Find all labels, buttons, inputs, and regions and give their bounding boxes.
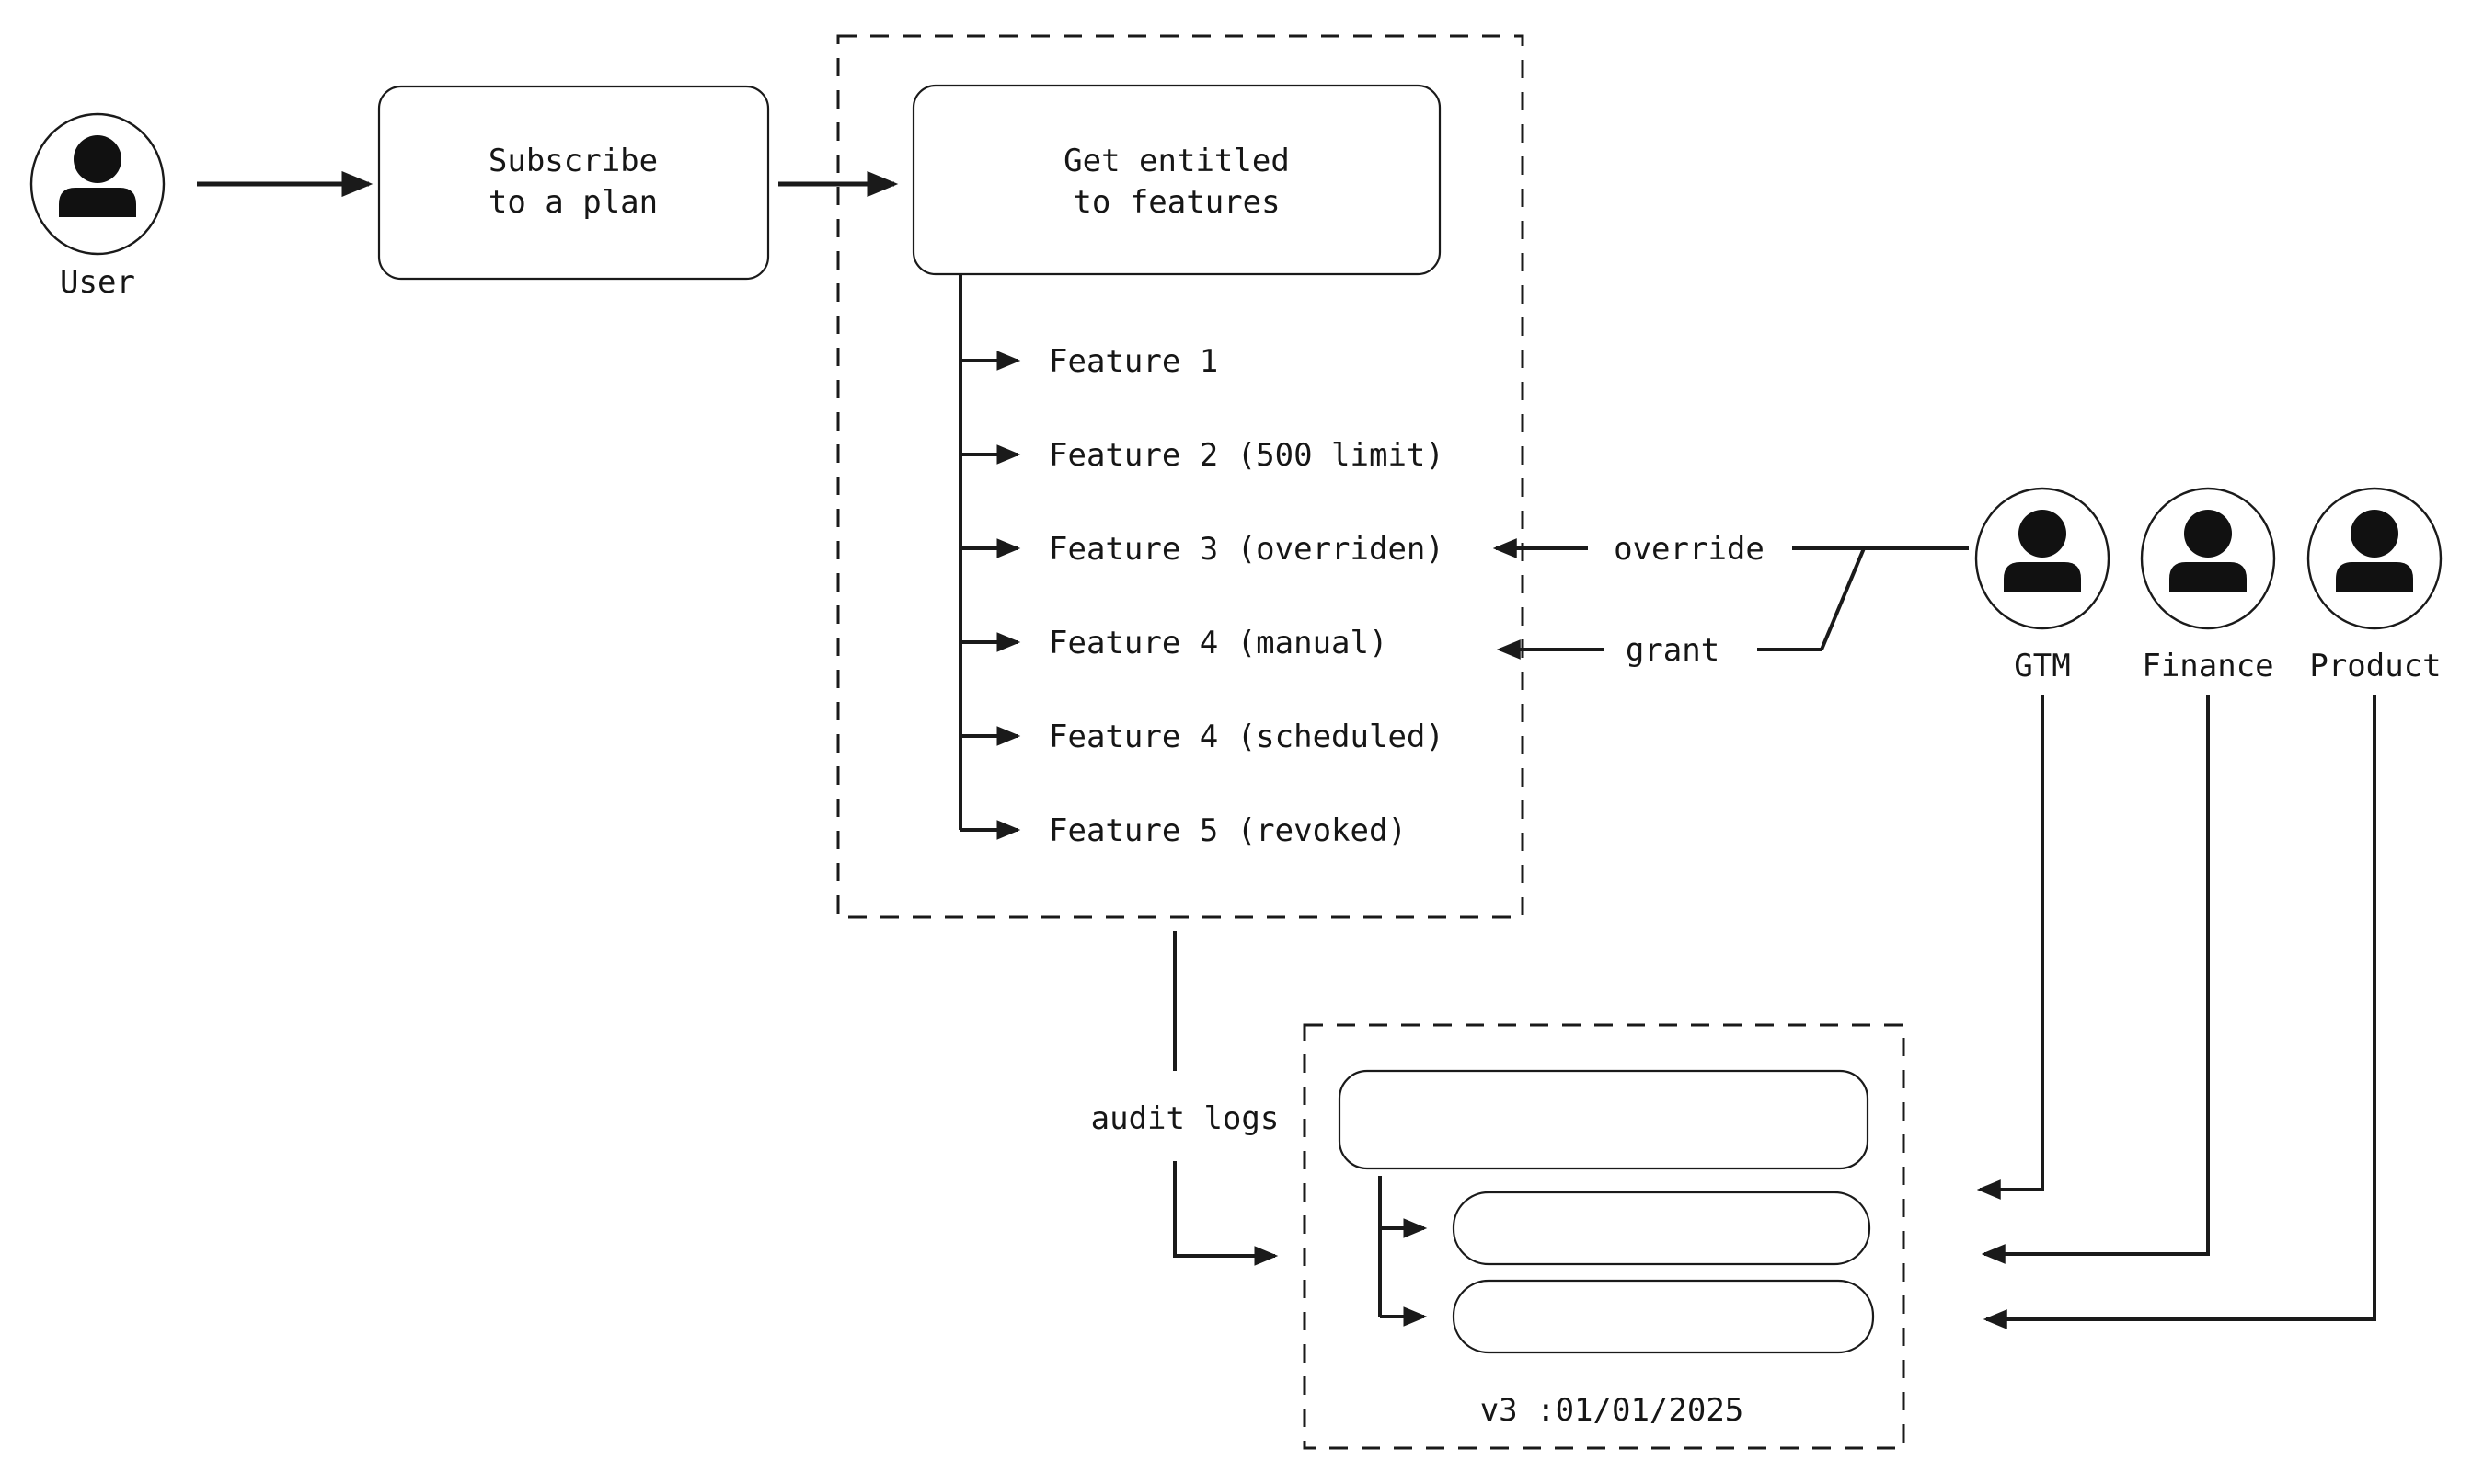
audit-log-box: v3 :01/01/2025 bbox=[1303, 1023, 1905, 1450]
user-label: User bbox=[60, 264, 135, 301]
audit-log-entry-2 bbox=[1452, 1191, 1871, 1266]
audit-logs-label: audit logs bbox=[1091, 1100, 1280, 1137]
feature-item-2: Feature 2 (500 limit) bbox=[1049, 437, 1444, 474]
audit-logs-connector: audit logs bbox=[1091, 931, 1280, 1266]
audit-log-entry-1 bbox=[1338, 1069, 1869, 1170]
feature-item-5: Feature 4 (scheduled) bbox=[1049, 719, 1444, 755]
subscribe-label-line2: to a plan bbox=[489, 184, 658, 221]
arrow-gtm-to-audit bbox=[1976, 695, 2044, 1200]
subscribe-label-line1: Subscribe bbox=[489, 143, 658, 179]
actor-finance: Finance bbox=[2140, 487, 2276, 684]
grant-connector: grant bbox=[1496, 632, 1822, 669]
gtm-avatar-circle bbox=[1974, 487, 2110, 630]
gtm-label: GTM bbox=[2014, 648, 2070, 684]
audit-arrow-into-box bbox=[1173, 1161, 1279, 1266]
arrow-finance-to-audit bbox=[1981, 695, 2210, 1264]
user-node: User bbox=[29, 112, 166, 301]
user-avatar-circle bbox=[29, 112, 166, 256]
audit-dashed-box bbox=[1303, 1023, 1905, 1450]
override-label: override bbox=[1614, 531, 1765, 568]
entitlements-dashed-box bbox=[836, 34, 1524, 919]
feature-list: Feature 1 Feature 2 (500 limit) Feature … bbox=[960, 343, 1444, 849]
product-label: Product bbox=[2309, 648, 2441, 684]
feature-item-1: Feature 1 bbox=[1049, 343, 1218, 380]
audit-log-entry-3 bbox=[1452, 1279, 1875, 1354]
finance-avatar-circle bbox=[2140, 487, 2276, 630]
entitled-node: Get entitled to features bbox=[912, 84, 1442, 276]
feature-item-6: Feature 5 (revoked) bbox=[1049, 812, 1407, 849]
actor-product: Product bbox=[2306, 487, 2443, 684]
override-connector: override bbox=[1492, 531, 1969, 650]
entitled-box bbox=[912, 84, 1442, 276]
grant-diagonal-line bbox=[1820, 547, 1866, 650]
entitled-label-line2: to features bbox=[1073, 184, 1280, 221]
audit-version-label: v3 :01/01/2025 bbox=[1480, 1392, 1744, 1429]
subscribe-box bbox=[377, 85, 770, 281]
grant-label: grant bbox=[1626, 632, 1719, 669]
subscribe-node: Subscribe to a plan bbox=[377, 85, 770, 281]
feature-item-4: Feature 4 (manual) bbox=[1049, 625, 1387, 661]
feature-item-3: Feature 3 (overriden) bbox=[1049, 531, 1444, 568]
entitled-label-line1: Get entitled bbox=[1064, 143, 1290, 179]
actor-gtm: GTM bbox=[1974, 487, 2110, 684]
finance-label: Finance bbox=[2142, 648, 2273, 684]
arrow-product-to-audit bbox=[1983, 695, 2376, 1329]
product-avatar-circle bbox=[2306, 487, 2443, 630]
